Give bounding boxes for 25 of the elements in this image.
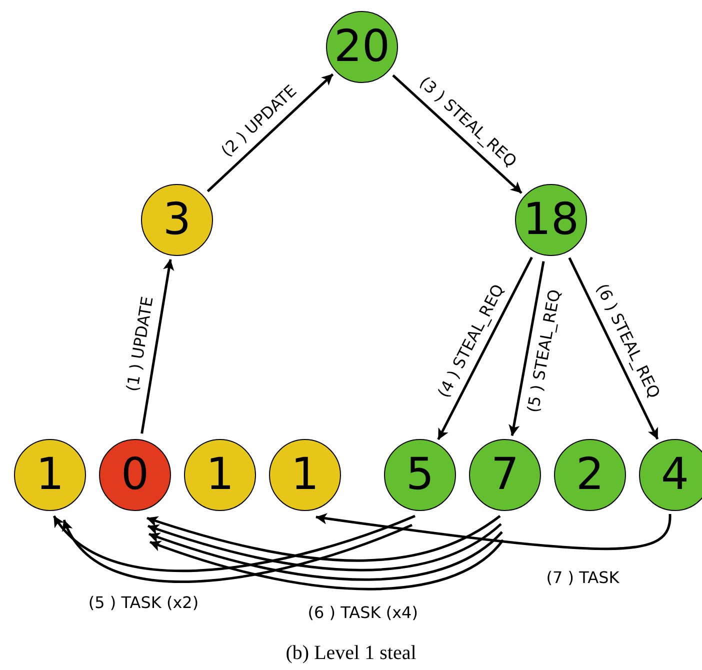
node-circle: 18	[515, 184, 587, 256]
arrow	[316, 513, 672, 550]
arrow	[508, 261, 545, 436]
node-circle: 1	[14, 439, 86, 511]
node-circle: 2	[554, 439, 626, 511]
node-circle: 3	[141, 184, 213, 256]
arrow	[148, 523, 502, 572]
arrow	[437, 256, 533, 440]
arrow	[148, 531, 503, 581]
arrow	[206, 73, 334, 192]
node-circle: 4	[639, 439, 702, 511]
arrow	[146, 514, 501, 562]
node-circle: 20	[326, 11, 398, 83]
node-circle: 1	[269, 439, 341, 511]
arrow	[62, 519, 412, 583]
arrow	[392, 74, 522, 194]
arrow	[568, 257, 659, 440]
node-circle: 0	[99, 439, 171, 511]
node-circle: 1	[184, 439, 256, 511]
caption: (b) Level 1 steal	[284, 642, 418, 665]
node-circle: 5	[384, 439, 456, 511]
node-circle: 7	[469, 439, 541, 511]
arrow	[140, 259, 174, 434]
arrow	[150, 539, 504, 590]
arrow	[53, 514, 416, 572]
